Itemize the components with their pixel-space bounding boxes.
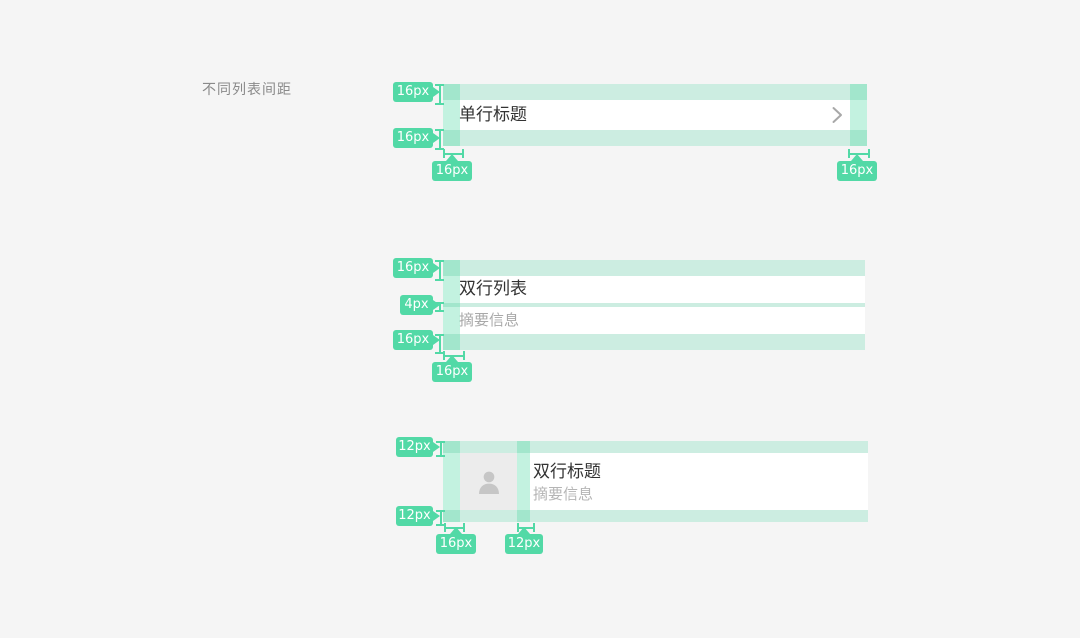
badge-pointer-icon [433,511,440,521]
spacing-badge: 12px [396,437,440,457]
list-item-summary: 摘要信息 [459,311,520,329]
spacing-badge: 16px [393,128,440,148]
spacing-badge-label: 16px [396,260,430,275]
spacing-strip-left [443,441,460,522]
spacing-badge: 16px [432,154,472,181]
chevron-right-icon [832,107,842,123]
single-line-list-example: 单行标题 [443,84,867,146]
spacing-strip-bottom [443,510,868,522]
spacing-strip-top [443,441,868,453]
spacing-strip-left [443,260,460,350]
spacing-strip-bottom [443,130,867,146]
spacing-badge: 16px [436,527,476,554]
spacing-strip-middle [443,303,865,307]
measure-beam [436,510,445,526]
spacing-strip-avatar-gap [517,441,530,522]
badge-pointer-icon [433,87,440,97]
spacing-badge-label: 16px [435,163,469,178]
spacing-badge-label: 16px [396,84,430,99]
list-item-title: 双行标题 [533,461,601,482]
badge-pointer-icon [851,154,863,161]
spacing-badge: 16px [837,154,877,181]
list-item[interactable]: 单行标题 [443,100,867,130]
spacing-badge-label: 16px [439,536,473,551]
badge-pointer-icon [433,442,440,452]
list-item[interactable]: 双行列表 [443,276,865,303]
spacing-badge-label: 12px [398,508,431,523]
spacing-strip-bottom [443,334,865,350]
badge-pointer-icon [446,355,458,362]
badge-pointer-icon [518,527,530,534]
spacing-badge: 12px [505,527,543,554]
spacing-badge-label: 16px [396,332,430,347]
spacing-badge-label: 16px [396,130,430,145]
badge-pointer-icon [433,300,440,310]
badge-pointer-icon [446,154,458,161]
spacing-badge-label: 16px [840,163,874,178]
badge-pointer-icon [433,263,440,273]
spacing-badge: 16px [393,330,440,350]
avatar-list-example: 双行标题 摘要信息 [443,441,868,522]
list-item-title: 单行标题 [459,105,527,125]
badge-pointer-icon [433,133,440,143]
spacing-strip-left [443,84,460,146]
spacing-badge: 4px [400,295,440,315]
measure-bracket [848,149,870,158]
list-item-summary: 摘要信息 [533,484,594,503]
spacing-badge-label: 4px [404,297,429,312]
spacing-badge-label: 16px [435,364,469,379]
two-line-list-example: 双行列表 摘要信息 [443,260,865,350]
spacing-badge: 16px [432,355,472,382]
badge-pointer-icon [450,527,462,534]
person-icon [478,471,499,494]
spacing-strip-top [443,84,867,100]
page-title: 不同列表间距 [202,82,292,98]
spacing-badge: 16px [393,82,440,102]
spacing-badge-label: 12px [398,439,431,454]
spacing-badge: 12px [396,506,440,526]
list-item-summary-row[interactable]: 摘要信息 [443,307,865,334]
spacing-badge-label: 12px [507,536,541,551]
list-item[interactable]: 双行标题 摘要信息 [443,453,868,510]
list-item-title: 双行列表 [459,279,527,299]
spacing-strip-right [850,84,867,146]
spacing-badge: 16px [393,258,440,278]
measure-beam [436,441,445,457]
measure-bracket [443,149,464,158]
badge-pointer-icon [433,335,440,345]
spacing-strip-top [443,260,865,276]
avatar [460,453,517,510]
